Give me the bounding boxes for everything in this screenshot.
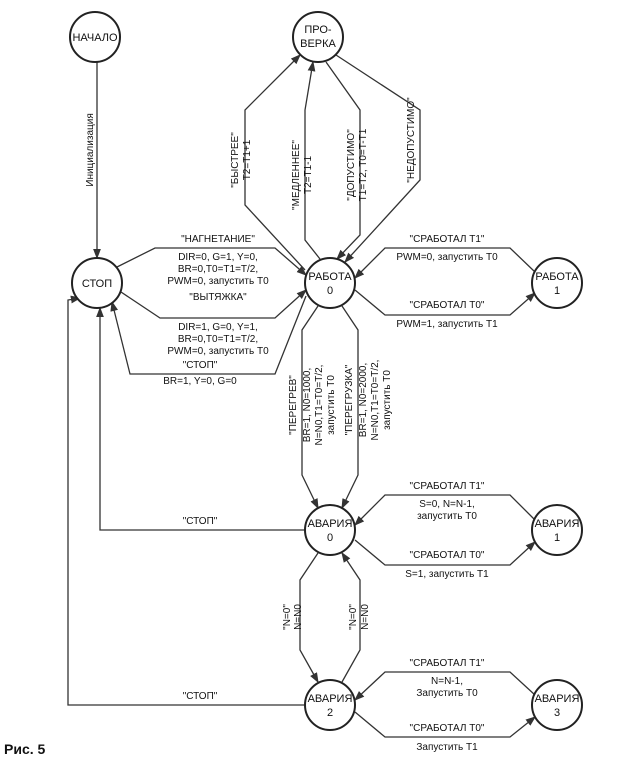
state-check[interactable]: ПРО- ВЕРКА: [292, 11, 344, 63]
state-label: 0: [327, 285, 333, 297]
edge-n0b: [341, 551, 361, 683]
edge-w-t0: [354, 289, 536, 316]
state-label: 2: [327, 707, 333, 719]
label-slower: "МЕДЛЕННЕЕ": [291, 140, 302, 210]
label-b-t1-act: Запустить T0: [416, 688, 478, 699]
edge-w-t1: [354, 247, 536, 279]
label-exh-act: BR=0,T0=T1=T/2,: [178, 334, 258, 345]
label-pump-act: DIR=0, G=1, Y=0,: [178, 252, 258, 263]
state-alarm0[interactable]: АВАРИЯ 0: [304, 504, 356, 556]
edge-b-t0: [354, 711, 537, 738]
edge-a-t1: [354, 494, 536, 526]
state-alarm3[interactable]: АВАРИЯ 3: [531, 679, 583, 731]
label-a-t1: "СРАБОТАЛ T1": [410, 481, 485, 492]
label-a-t1-act: запустить T0: [417, 511, 477, 522]
label-heat: "ПЕРЕГРЕВ": [288, 375, 299, 435]
edge-a0-stop: [96, 306, 306, 531]
state-start[interactable]: НАЧАЛО: [69, 11, 121, 63]
label-b-t0: "СРАБОТАЛ T0": [410, 723, 485, 734]
label-stop-act: BR=1, Y=0, G=0: [163, 376, 237, 387]
label-over-act: BR=1, N0=2000,: [358, 363, 369, 438]
label-faster: "БЫСТРЕЕ": [230, 132, 241, 188]
label-w-t1-act: PWM=0, запустить T0: [396, 252, 498, 263]
label-heat-act: BR=1, N0=1000,: [302, 368, 313, 443]
state-stop[interactable]: СТОП: [71, 257, 123, 309]
edge-over: [341, 305, 359, 510]
edges: [67, 54, 537, 738]
state-work1[interactable]: РАБОТА 1: [531, 257, 583, 309]
edge-heat: [301, 305, 319, 510]
label-w-t1: "СРАБОТАЛ T1": [410, 234, 485, 245]
label-a-t0: "СРАБОТАЛ T0": [410, 550, 485, 561]
label-over: "ПЕРЕГРУЗКА": [344, 364, 355, 435]
state-label: 3: [554, 707, 560, 719]
label-n0b: "N=0": [348, 604, 359, 630]
label-b-t0-act: Запустить T1: [416, 742, 478, 753]
state-label: СТОП: [82, 278, 112, 290]
state-label: РАБОТА: [535, 271, 579, 283]
label-over-act: запустить T0: [382, 370, 393, 430]
state-label: ВЕРКА: [300, 38, 336, 50]
edge-notok: [335, 54, 421, 263]
state-label: АВАРИЯ: [535, 693, 580, 705]
state-label: 0: [327, 532, 333, 544]
edge-ok: [325, 61, 361, 260]
edge-a2-stop: [67, 295, 306, 706]
label-over-act: N=N0,T1=T0=T/2,: [370, 360, 381, 441]
state-label: ПРО-: [304, 24, 332, 36]
label-heat-act: запустить T0: [326, 375, 337, 435]
label-n0a-act: N=N0: [293, 604, 304, 630]
label-n0a: "N=0": [282, 604, 293, 630]
label-b-t1-act: N=N-1,: [431, 676, 463, 687]
label-pump-act: PWM=0, запустить T0: [167, 276, 269, 287]
label-ok-act: T1=T2, T0=T-T1: [358, 128, 369, 201]
states: НАЧАЛО ПРО- ВЕРКА СТОП РАБОТА 0 РАБОТА 1 АВ…: [69, 11, 583, 731]
label-b-t1: "СРАБОТАЛ T1": [410, 658, 485, 669]
label-a0-stop: "СТОП": [183, 516, 218, 527]
label-faster-act: T2=T1+1: [242, 139, 253, 180]
label-n0b-act: N=N0: [360, 604, 371, 630]
state-label: АВАРИЯ: [308, 693, 353, 705]
label-a2-stop: "СТОП": [183, 691, 218, 702]
state-label: 1: [554, 532, 560, 544]
label-w-t0: "СРАБОТАЛ T0": [410, 300, 485, 311]
label-pump-act: BR=0,T0=T1=T/2,: [178, 264, 258, 275]
edge-exh: [117, 289, 307, 319]
label-exh-act: DIR=1, G=0, Y=1,: [178, 322, 258, 333]
edge-stop: [110, 295, 307, 375]
state-label: АВАРИЯ: [535, 518, 580, 530]
label-notok: "НЕДОПУСТИМО": [406, 97, 417, 183]
figure-caption: Рис. 5: [4, 741, 46, 757]
label-stop: "СТОП": [183, 360, 218, 371]
state-work0[interactable]: РАБОТА 0: [304, 257, 356, 309]
label-a-t0-act: S=1, запустить T1: [405, 569, 489, 580]
state-label: РАБОТА: [308, 271, 352, 283]
state-label: АВАРИЯ: [308, 518, 353, 530]
label-w-t0-act: PWM=1, запустить T1: [396, 319, 498, 330]
state-label: НАЧАЛО: [72, 32, 118, 44]
edge-pump: [114, 247, 307, 276]
label-a-t1-act: S=0, N=N-1,: [419, 499, 475, 510]
state-alarm1[interactable]: АВАРИЯ 1: [531, 504, 583, 556]
label-pump: "НАГНЕТАНИЕ": [181, 234, 255, 245]
edge-slower: [304, 60, 321, 260]
state-alarm2[interactable]: АВАРИЯ 2: [304, 679, 356, 731]
edge-labels: Инициализация "БЫСТРЕЕ" T2=T1+1 "МЕДЛЕНН…: [85, 97, 498, 753]
label-heat-act: N=N0,T1=T0=T/2,: [314, 365, 325, 446]
edge-b-t1: [354, 671, 536, 701]
edge-a-t0: [354, 539, 536, 566]
label-ok: "ДОПУСТИМО": [346, 129, 357, 201]
label-init: Инициализация: [85, 113, 96, 186]
state-label: 1: [554, 285, 560, 297]
edge-faster: [244, 54, 306, 271]
edge-n0a: [299, 552, 319, 684]
label-exh: "ВЫТЯЖКА": [189, 292, 247, 303]
label-exh-act: PWM=0, запустить T0: [167, 346, 269, 357]
label-slower-act: T2=T1-1: [303, 156, 314, 195]
